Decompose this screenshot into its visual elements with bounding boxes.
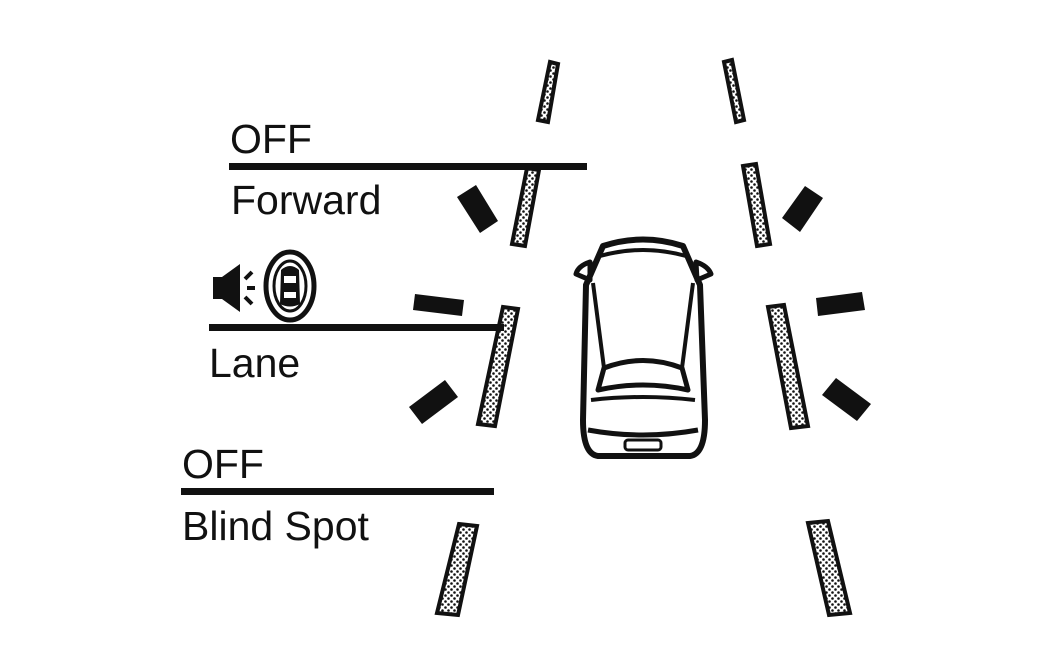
right-lane-marking [765,302,811,431]
right-lane-marking [805,518,853,618]
left-lane-marking [509,165,542,249]
lane-markings [434,57,853,618]
vehicle-top-view-icon [573,236,714,459]
left-lane-marking [434,521,480,618]
alert-dash [822,378,871,421]
left-lane-marking [475,304,521,429]
alert-dash [457,185,498,233]
blind-spot-status-label: OFF [182,441,264,487]
alert-dash [413,294,464,316]
blind-spot-divider [181,488,494,495]
speaker-icon [213,264,255,312]
forward-label: Forward [231,177,382,223]
blind-spot-label: Blind Spot [182,503,369,549]
alert-dash [782,186,823,232]
forward-divider [229,163,587,170]
forward-status-label: OFF [230,116,312,162]
lane-label: Lane [209,340,301,386]
lane-divider [209,324,504,331]
right-lane-marking [740,161,773,249]
right-lane-marking [721,57,747,125]
lane-alert-car-icon [263,249,317,323]
alert-dash [409,380,458,424]
alert-dash [816,292,865,316]
left-lane-marking [535,59,561,125]
alert-dashes [409,185,871,424]
